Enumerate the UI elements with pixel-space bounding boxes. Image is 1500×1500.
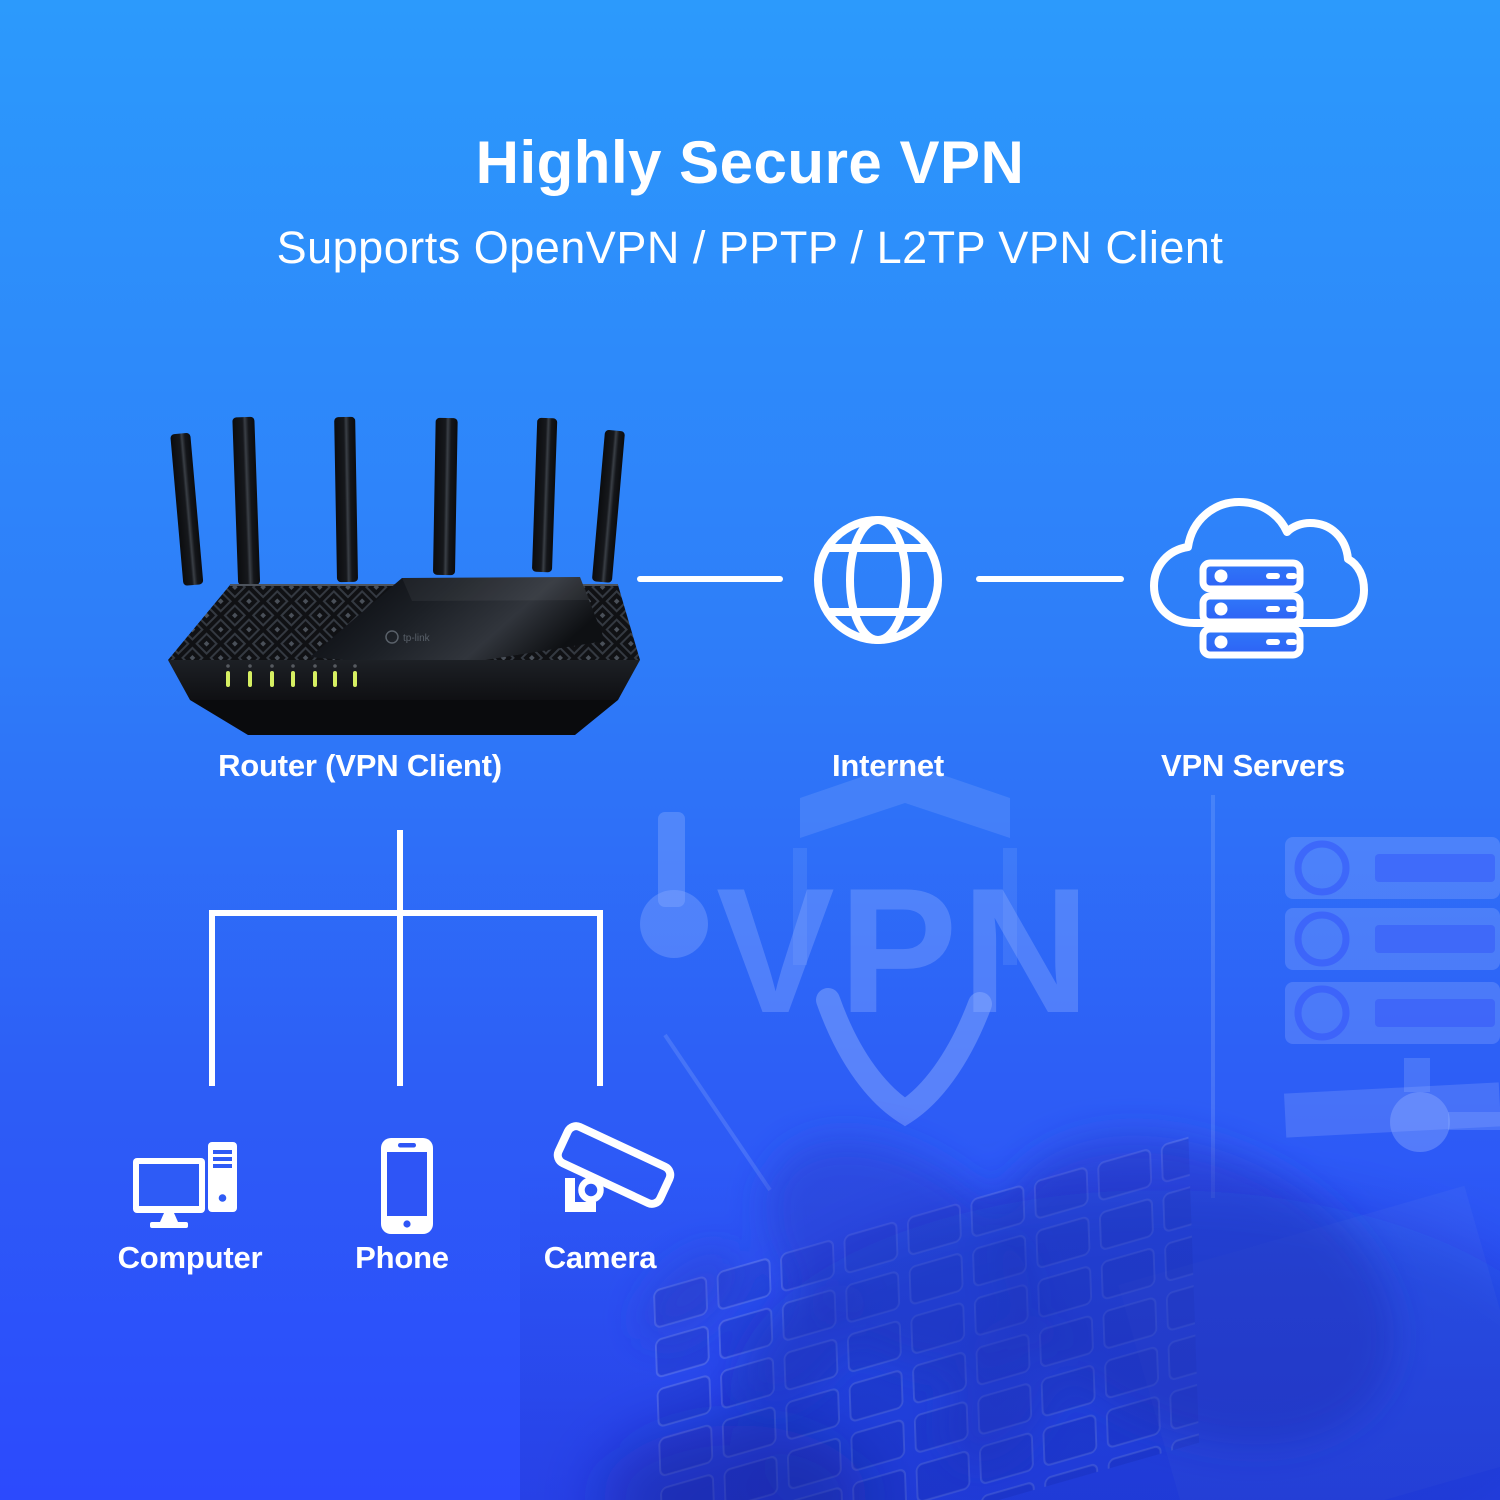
connection-line-internet-servers — [976, 576, 1124, 582]
router-led-strip — [226, 664, 357, 687]
router-antennas — [170, 416, 625, 586]
label-phone: Phone — [355, 1240, 449, 1275]
server-rack-watermark — [1283, 837, 1500, 1152]
laptop-edge-lines — [663, 795, 1215, 1198]
server-bars — [1199, 559, 1304, 659]
router-device: tp-link — [168, 416, 640, 735]
page-title: Highly Secure VPN — [475, 129, 1025, 196]
label-vpn-servers: VPN Servers — [1161, 748, 1345, 783]
key-silhouette-watermark — [640, 812, 708, 958]
tree-line-vertical-right — [597, 910, 603, 1086]
cloud-servers-icon — [1150, 498, 1368, 659]
vpn-watermark-text: VPN — [716, 851, 1094, 1050]
router-logo: tp-link — [403, 633, 431, 644]
desktop-computer-icon — [133, 1142, 237, 1228]
connection-line-router-internet — [637, 576, 783, 582]
tree-line-horizontal — [209, 910, 603, 916]
tree-line-vertical-left — [209, 910, 215, 1086]
smartphone-icon — [381, 1138, 433, 1234]
page-subtitle: Supports OpenVPN / PPTP / L2TP VPN Clien… — [276, 222, 1224, 273]
tree-line-vertical-center — [397, 830, 403, 1086]
photo-tint-overlay — [520, 1160, 1500, 1500]
globe-icon — [814, 516, 942, 644]
router-body: tp-link — [168, 577, 640, 735]
cctv-camera-icon — [553, 1122, 675, 1212]
label-computer: Computer — [117, 1240, 263, 1275]
label-internet: Internet — [831, 748, 945, 783]
bottom-shadows — [600, 1190, 1500, 1500]
label-camera: Camera — [543, 1240, 657, 1275]
vpn-shield-watermark: VPN — [716, 762, 1094, 1127]
label-router: Router (VPN Client) — [218, 748, 502, 783]
